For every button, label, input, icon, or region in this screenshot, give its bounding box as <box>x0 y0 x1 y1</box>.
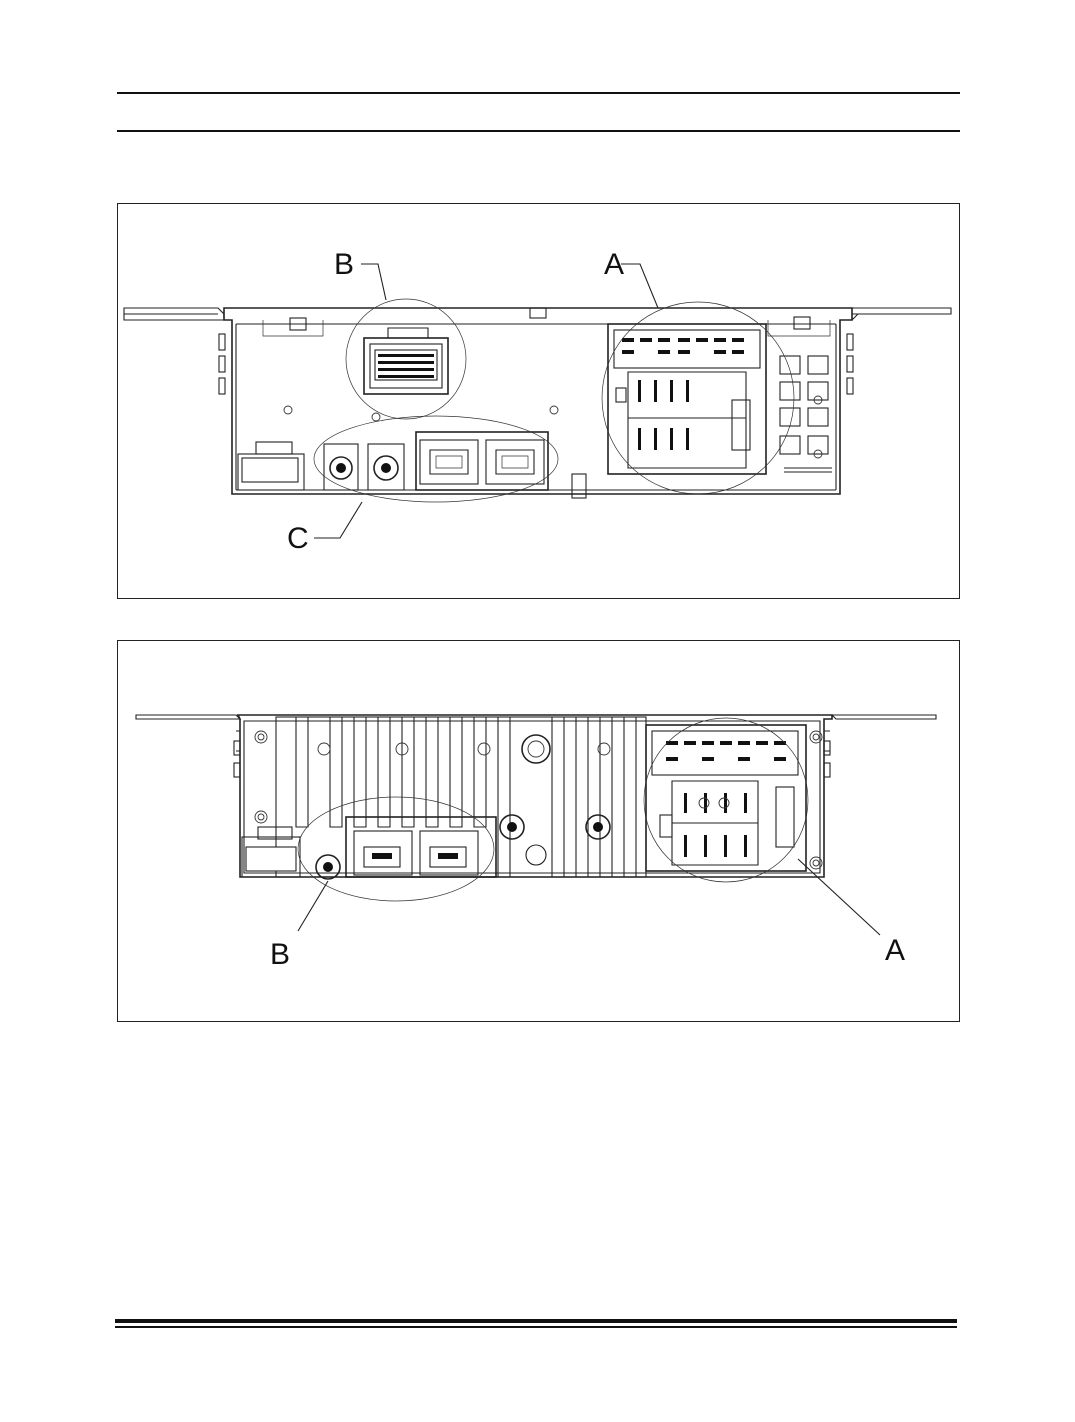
figure-front-view: B A C <box>117 203 960 599</box>
footer-rule-thick <box>115 1319 957 1323</box>
callout-b: B <box>334 248 354 281</box>
callout-c: C <box>287 522 309 555</box>
footer-rule-thin <box>115 1326 957 1328</box>
header-rule-top <box>117 92 960 94</box>
front-view-drawing: B A C <box>123 248 952 555</box>
rear-view-drawing: B A <box>135 714 937 971</box>
callout-a: A <box>885 934 905 967</box>
figure-rear-view: B A <box>117 640 960 1022</box>
callout-a: A <box>604 248 624 281</box>
header-rule-bottom <box>117 130 960 132</box>
callout-b: B <box>270 938 290 971</box>
